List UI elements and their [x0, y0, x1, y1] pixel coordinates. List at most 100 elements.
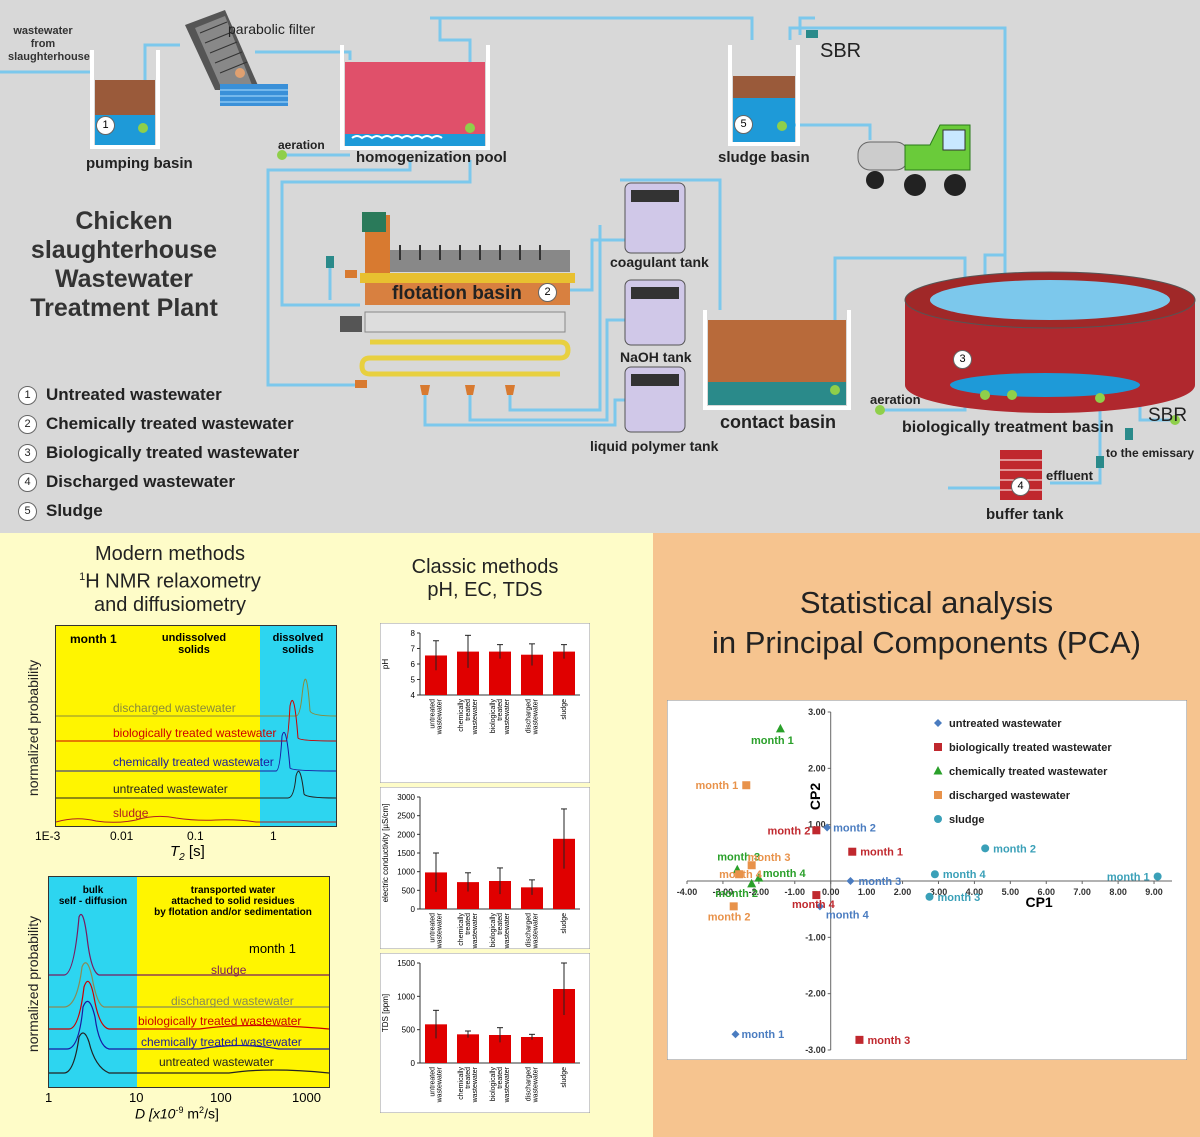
x-tick-label: 1.00 [858, 887, 876, 897]
y-tick-label: 3000 [397, 793, 415, 802]
sludge-basin [728, 45, 800, 146]
category-label: sludge [561, 913, 568, 934]
y-tick-label: 7 [411, 645, 416, 654]
pca-point-label: month 3 [717, 852, 760, 864]
pca-point [855, 1035, 864, 1044]
naoh-tank-label: NaOH tank [620, 349, 692, 365]
y-axis-label: electric conductivity [µS/cm] [381, 804, 390, 903]
pca-point-label: month 3 [938, 892, 981, 904]
pca-point-label: month 4 [792, 899, 836, 911]
pca-point [925, 892, 934, 901]
relax-label-sludge: sludge [113, 806, 149, 820]
bar [425, 1024, 447, 1063]
sludge-basin-label: sludge basin [718, 149, 810, 166]
category-label-line: discharged [526, 1067, 533, 1101]
pca-legend-marker [934, 743, 942, 751]
diff-label-sludge: sludge [211, 963, 247, 977]
category-label-line: chemically [458, 699, 465, 732]
x-tick-label: 0.00 [822, 887, 840, 897]
y-tick-label: -2.00 [805, 989, 826, 999]
bar [553, 651, 575, 695]
category-label-line: wastewater [437, 698, 444, 735]
inflow-label: wastewater from slaughterhouse [8, 25, 90, 63]
pca-point [731, 1030, 740, 1039]
diff-curve-discharged [49, 962, 329, 1008]
category-label-line: wastewater [533, 912, 540, 949]
category-label: dischargedwastewater [526, 912, 540, 949]
parabolic-filter [185, 10, 288, 106]
relax-curve-biological [56, 700, 336, 742]
flotation-basin-label: flotation basin [392, 283, 522, 304]
pca-point [747, 878, 757, 888]
bar [521, 654, 543, 695]
x-tick-label: 5.00 [1002, 887, 1020, 897]
x-tick-label: -2.00 [749, 887, 770, 897]
pca-xlabel: CP1 [1025, 894, 1052, 910]
pca-point-label: month 3 [748, 852, 791, 864]
diff-xlabel: D [x10-9 m2/s] [135, 1105, 219, 1122]
diff-tick: 1000 [292, 1090, 321, 1105]
aeration-nozzles [830, 385, 1180, 425]
marker-3: 3 [953, 350, 972, 369]
category-label-line: wastewater [437, 912, 444, 949]
category-label-line: sludge [561, 699, 568, 720]
diff-curve-biological [49, 980, 329, 1030]
category-label-line: biologically [490, 699, 497, 734]
category-label-line: wastewater [504, 912, 511, 949]
diff-tick: 1 [45, 1090, 53, 1105]
pca-point [812, 891, 821, 900]
category-label: untreatedwastewater [430, 1066, 444, 1103]
category-label: chemicallytreatedwastewater [458, 912, 479, 949]
diff-month: month 1 [249, 941, 296, 956]
pca-point-label: month 1 [742, 1029, 785, 1041]
pca-point-label: month 1 [695, 780, 738, 792]
relax-tick: 1 [270, 829, 277, 843]
methods-panel: Modern methods 1H NMR relaxometry and di… [0, 533, 653, 1137]
category-label-line: untreated [430, 1067, 437, 1097]
y-tick-label: 1000 [397, 868, 415, 877]
category-label-line: wastewater [437, 1066, 444, 1103]
bar [521, 1037, 543, 1063]
y-tick-label: 1.00 [808, 820, 826, 830]
bar [553, 838, 575, 909]
pca-point-label: month 3 [867, 1035, 910, 1047]
relax-label-discharged: discharged wastewater [113, 701, 236, 715]
bar [489, 651, 511, 695]
marker-4: 4 [1011, 477, 1030, 496]
y-tick-label: 8 [411, 629, 416, 638]
category-label-line: wastewater [472, 698, 479, 735]
category-label-line: treated [497, 699, 504, 721]
x-tick-label: -3.00 [713, 887, 734, 897]
category-label-line: wastewater [504, 1066, 511, 1103]
dissolved-zone [260, 626, 336, 826]
contact-basin-drawing [703, 310, 851, 410]
coagulant-tank-label: coagulant tank [610, 254, 709, 270]
relax-curve-discharged [56, 678, 336, 717]
chart-frame [380, 623, 590, 783]
homogenization-pool-label: homogenization pool [356, 149, 507, 166]
category-label-line: chemically [458, 913, 465, 946]
pca-point-label: month 1 [751, 735, 794, 747]
valves [326, 30, 1133, 468]
category-label: untreatedwastewater [430, 698, 444, 735]
y-tick-label: 4 [411, 691, 416, 700]
y-tick-label: 2500 [397, 812, 415, 821]
diff-curve-untreated [49, 1032, 329, 1074]
pca-legend-label: sludge [949, 814, 984, 826]
relax-curves [56, 678, 336, 823]
pca-point-label: month 4 [943, 869, 987, 881]
relax-tick: 0.1 [187, 829, 204, 843]
relax-curve-chemical [56, 731, 336, 772]
diff-curves [49, 913, 329, 1074]
pca-point [775, 723, 785, 733]
pca-point [812, 826, 821, 835]
pca-point-label: month 2 [768, 825, 811, 837]
pca-frame [667, 700, 1187, 1060]
y-tick-label: 3.00 [808, 707, 826, 717]
category-label: dischargedwastewater [526, 1066, 540, 1103]
